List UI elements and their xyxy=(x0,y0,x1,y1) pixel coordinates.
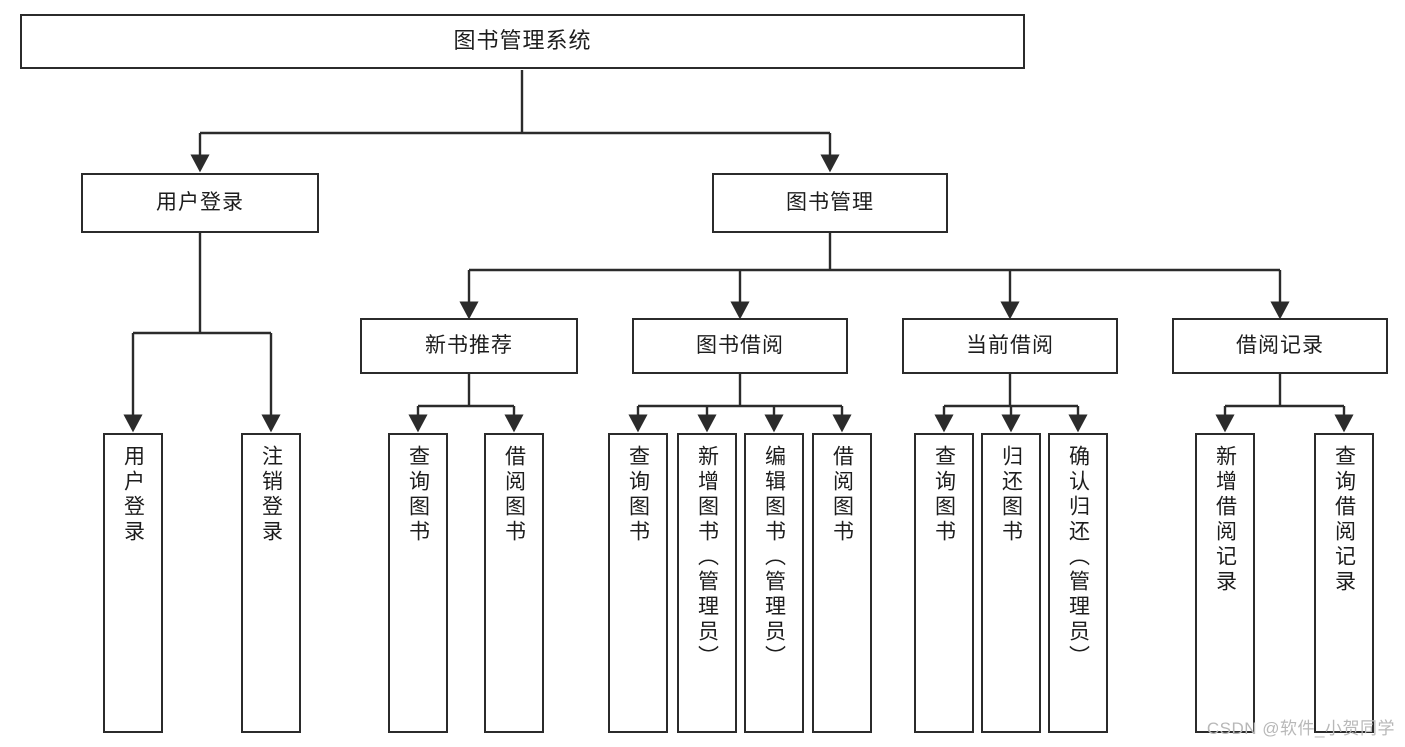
leaf-user-login-label: 用户登录 xyxy=(121,445,145,545)
node-user-login[interactable]: 用户登录 xyxy=(81,173,319,233)
node-book-borrow[interactable]: 图书借阅 xyxy=(632,318,848,374)
leaf-user-login[interactable]: 用户登录 xyxy=(103,433,163,733)
node-new-book-recommend[interactable]: 新书推荐 xyxy=(360,318,578,374)
node-book-management[interactable]: 图书管理 xyxy=(712,173,948,233)
leaf-logout[interactable]: 注销登录 xyxy=(241,433,301,733)
leaf-borrow-books-recommend[interactable]: 借阅图书 xyxy=(484,433,544,733)
node-current-borrow-label: 当前借阅 xyxy=(966,334,1054,358)
leaf-add-borrow-record[interactable]: 新增借阅记录 xyxy=(1195,433,1255,733)
node-root[interactable]: 图书管理系统 xyxy=(20,14,1025,69)
node-book-management-label: 图书管理 xyxy=(786,191,874,215)
leaf-add-book-admin[interactable]: 新增图书（管理员） xyxy=(677,433,737,733)
leaf-query-borrow-record-label: 查询借阅记录 xyxy=(1332,445,1356,595)
leaf-query-books-current-label: 查询图书 xyxy=(932,445,956,545)
leaf-borrow-books-recommend-label: 借阅图书 xyxy=(502,445,526,545)
leaf-query-books-borrow-label: 查询图书 xyxy=(626,445,650,545)
node-borrow-record-label: 借阅记录 xyxy=(1236,334,1324,358)
node-root-label: 图书管理系统 xyxy=(453,28,592,54)
leaf-logout-label: 注销登录 xyxy=(259,445,283,545)
leaf-query-books-current[interactable]: 查询图书 xyxy=(914,433,974,733)
leaf-return-books-label: 归还图书 xyxy=(999,445,1023,545)
leaf-add-book-admin-label: 新增图书（管理员） xyxy=(695,445,719,670)
leaf-query-borrow-record[interactable]: 查询借阅记录 xyxy=(1314,433,1374,733)
leaf-add-borrow-record-label: 新增借阅记录 xyxy=(1213,445,1237,595)
leaf-return-books[interactable]: 归还图书 xyxy=(981,433,1041,733)
node-new-book-recommend-label: 新书推荐 xyxy=(425,334,513,358)
node-book-borrow-label: 图书借阅 xyxy=(696,334,784,358)
watermark-text: CSDN @软件_小贺同学 xyxy=(1206,719,1395,738)
leaf-edit-book-admin-label: 编辑图书（管理员） xyxy=(762,445,786,670)
node-current-borrow[interactable]: 当前借阅 xyxy=(902,318,1118,374)
leaf-confirm-return-admin-label: 确认归还（管理员） xyxy=(1066,445,1090,670)
leaf-confirm-return-admin[interactable]: 确认归还（管理员） xyxy=(1048,433,1108,733)
leaf-borrow-books[interactable]: 借阅图书 xyxy=(812,433,872,733)
leaf-query-books-recommend[interactable]: 查询图书 xyxy=(388,433,448,733)
leaf-query-books-borrow[interactable]: 查询图书 xyxy=(608,433,668,733)
leaf-query-books-recommend-label: 查询图书 xyxy=(406,445,430,545)
leaf-edit-book-admin[interactable]: 编辑图书（管理员） xyxy=(744,433,804,733)
node-borrow-record[interactable]: 借阅记录 xyxy=(1172,318,1388,374)
node-user-login-label: 用户登录 xyxy=(156,191,244,215)
leaf-borrow-books-label: 借阅图书 xyxy=(830,445,854,545)
